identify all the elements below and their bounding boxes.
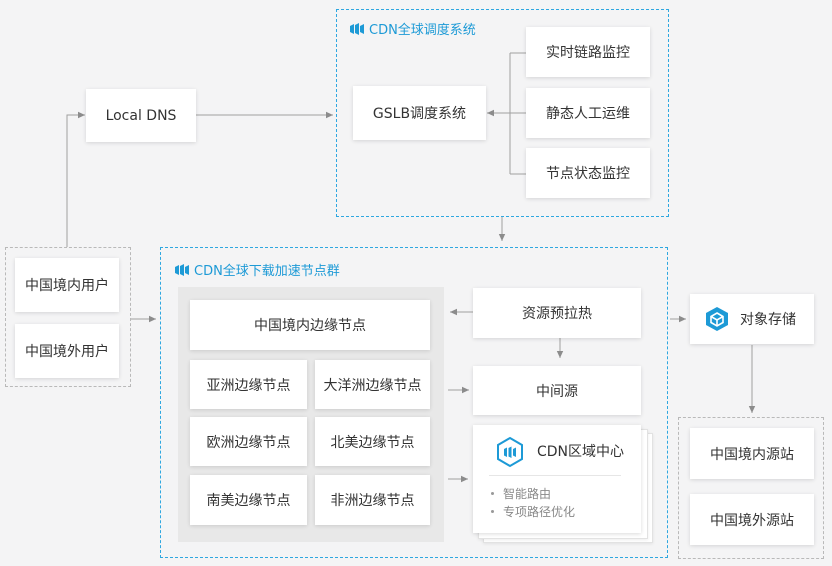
asia-edge-node[interactable]: 亚洲边缘节点 (190, 360, 307, 409)
download-accel-group (160, 247, 668, 558)
cdn-region-center-card[interactable]: CDN区域中心 智能路由 专项路径优化 (473, 425, 641, 533)
center-item-label: 专项路径优化 (503, 505, 576, 519)
prefetch-node[interactable]: 资源预拉热 (473, 288, 641, 338)
domestic-user-node[interactable]: 中国境内用户 (15, 258, 119, 312)
north-america-edge-node[interactable]: 北美边缘节点 (315, 417, 430, 466)
dispatch-system-title: CDN全球调度系统 (349, 19, 476, 38)
node-status-node[interactable]: 节点状态监控 (526, 148, 650, 198)
static-ops-node[interactable]: 静态人工运维 (526, 88, 650, 138)
origins-group (678, 417, 824, 559)
domestic-origin-node[interactable]: 中国境内源站 (690, 428, 814, 479)
object-storage-icon (706, 307, 728, 331)
cdn-logo-icon (175, 263, 189, 276)
users-group (5, 247, 131, 387)
cdn-region-center-title: CDN区域中心 (537, 444, 625, 460)
object-storage-label: 对象存储 (740, 312, 796, 328)
center-item-label: 智能路由 (503, 487, 552, 501)
download-accel-title: CDN全球下载加速节点群 (174, 260, 340, 279)
dispatch-system-title-text: CDN全球调度系统 (369, 23, 476, 38)
download-accel-title-text: CDN全球下载加速节点群 (194, 264, 340, 279)
overseas-origin-node[interactable]: 中国境外源站 (690, 494, 814, 545)
cdn-region-icon (497, 436, 523, 468)
overseas-user-node[interactable]: 中国境外用户 (15, 324, 119, 378)
oceania-edge-node[interactable]: 大洋洲边缘节点 (315, 360, 430, 409)
dispatch-system-group (336, 9, 669, 217)
europe-edge-node[interactable]: 欧洲边缘节点 (190, 417, 307, 466)
bullet-icon (491, 510, 494, 513)
cdn-logo-icon (350, 22, 364, 35)
domestic-edge-node[interactable]: 中国境内边缘节点 (190, 300, 430, 350)
center-list-item: 专项路径优化 (491, 503, 575, 520)
users-to-localdns-line (66, 111, 85, 247)
middle-source-node[interactable]: 中间源 (473, 366, 641, 415)
local-dns-node[interactable]: Local DNS (86, 89, 196, 142)
gslb-node[interactable]: GSLB调度系统 (353, 86, 486, 140)
realtime-monitor-node[interactable]: 实时链路监控 (526, 27, 650, 77)
bullet-icon (491, 492, 494, 495)
africa-edge-node[interactable]: 非洲边缘节点 (315, 475, 430, 525)
object-storage-node[interactable]: 对象存储 (690, 294, 814, 344)
center-list-item: 智能路由 (491, 485, 551, 502)
south-america-edge-node[interactable]: 南美边缘节点 (190, 475, 307, 525)
center-divider (489, 475, 621, 476)
